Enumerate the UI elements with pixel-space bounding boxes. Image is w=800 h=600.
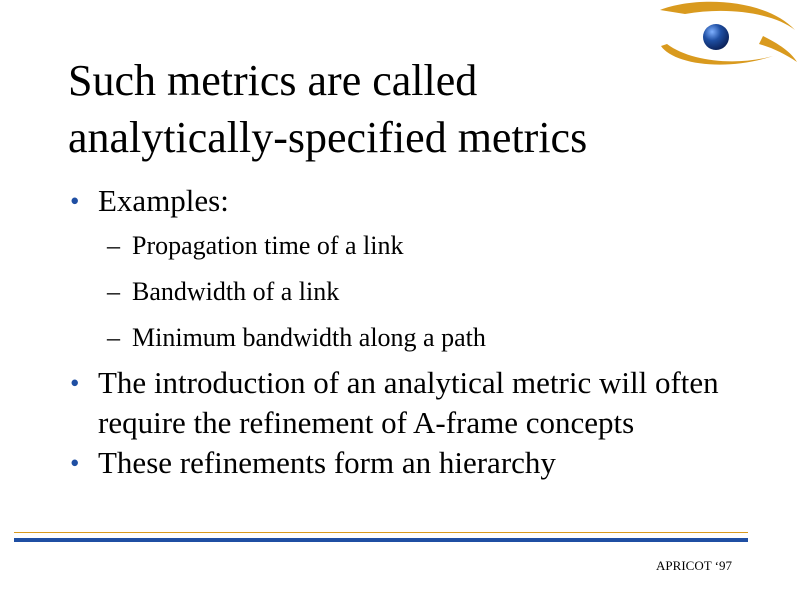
bullet-text: Examples:: [98, 183, 229, 218]
sub-bullet-item: – Bandwidth of a link: [70, 269, 750, 315]
bullet-item: • Examples:: [70, 181, 750, 221]
sub-bullet-list: – Propagation time of a link – Bandwidth…: [70, 223, 750, 361]
sub-bullet-item: – Propagation time of a link: [70, 223, 750, 269]
dash-icon: –: [107, 323, 120, 352]
bullet-icon: •: [70, 186, 80, 216]
sub-bullet-text: Bandwidth of a link: [132, 277, 340, 306]
dash-icon: –: [107, 231, 120, 260]
bullet-list: • Examples: – Propagation time of a link…: [70, 181, 750, 483]
slide-title: Such metrics are called analytically-spe…: [68, 52, 668, 166]
bullet-item: • The introduction of an analytical metr…: [70, 363, 750, 443]
footer-rule-gold: [14, 532, 748, 533]
dash-icon: –: [107, 277, 120, 306]
sub-bullet-item: – Minimum bandwidth along a path: [70, 315, 750, 361]
footer-label: APRICOT ‘97: [656, 558, 732, 573]
bullet-text: These refinements form an hierarchy: [98, 445, 556, 480]
bullet-icon: •: [70, 368, 80, 398]
bullet-item: • These refinements form an hierarchy: [70, 443, 750, 483]
sub-bullet-text: Minimum bandwidth along a path: [132, 323, 486, 352]
title-line-1: Such metrics are called: [68, 56, 478, 105]
bullet-text: The introduction of an analytical metric…: [98, 365, 719, 440]
footer-rule-blue: [14, 538, 748, 542]
eye-orbit-icon: [660, 1, 797, 65]
bullet-icon: •: [70, 448, 80, 478]
title-line-2: analytically-specified metrics: [68, 113, 588, 162]
sub-bullet-text: Propagation time of a link: [132, 231, 404, 260]
